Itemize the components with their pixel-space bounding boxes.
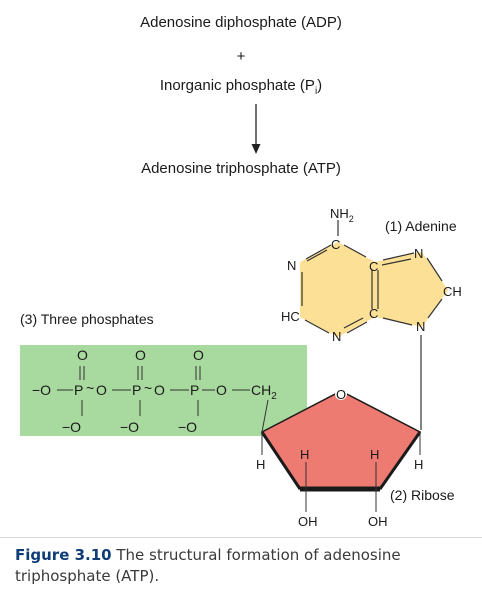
inorganic-phosphate-subscript: i	[314, 86, 318, 97]
inorganic-phosphate-label: Inorganic phosphate (Pi)	[0, 77, 482, 97]
ester-o: O	[216, 382, 227, 398]
atom-n3: N	[332, 329, 341, 344]
phosphate3-bottom-o: −O	[178, 419, 197, 435]
inorganic-phosphate-text: Inorganic phosphate (P	[159, 77, 315, 94]
adp-label: Adenosine diphosphate (ADP)	[140, 14, 342, 31]
adenine-six-ring	[300, 242, 375, 337]
atom-c4: C	[369, 306, 378, 321]
atp-structure-diagram: NH2 C N C N CH HC C N N (1) Adenine (3) …	[20, 104, 462, 529]
adenine-label: (1) Adenine	[385, 218, 457, 234]
adenine-five-ring	[375, 252, 448, 327]
atom-c-amino: C	[331, 237, 340, 252]
nh2-group: NH2	[330, 206, 354, 224]
hydroxyl-c2: OH	[368, 514, 388, 529]
atom-n9: N	[416, 319, 425, 334]
hydrogen-c4: H	[256, 457, 265, 472]
phosphate2-bottom-o: −O	[120, 419, 139, 435]
caption-divider	[0, 537, 482, 538]
plus-sign: +	[236, 48, 246, 65]
ribose-group: O H H H H OH OH	[256, 387, 423, 529]
atp-label: Adenosine triphosphate (ATP)	[141, 160, 341, 177]
hydrogen-c2: H	[370, 447, 379, 462]
ribose-label: (2) Ribose	[390, 487, 455, 503]
atom-hc2: HC	[281, 309, 300, 324]
bridge-o-1: O	[96, 382, 107, 398]
ring-oxygen: O	[336, 387, 346, 402]
phosphorus-2: P	[132, 382, 141, 398]
atom-n1: N	[287, 258, 296, 273]
double-bonds	[79, 366, 201, 380]
anhydride-bond-2: ~	[144, 380, 152, 396]
phosphates-label: (3) Three phosphates	[20, 311, 154, 327]
hydrogen-c1: H	[414, 457, 423, 472]
adenine-group: NH2 C N C N CH HC C N N	[281, 206, 462, 344]
caption-text: The structural formation of adenosine tr…	[15, 546, 401, 585]
phosphorus-3: P	[190, 382, 199, 398]
adenine-bonds	[301, 220, 443, 334]
atom-n7: N	[414, 246, 423, 261]
figure-number: Figure 3.10	[15, 546, 112, 564]
hydroxyl-c3: OH	[298, 514, 318, 529]
phosphate1-bottom-o: −O	[62, 419, 81, 435]
phosphate2-top-o: O	[135, 347, 146, 363]
phosphate-chain: O O O −O P ~ O P ~ O P O CH2 −O −O −O	[32, 347, 277, 435]
atom-ch8: CH	[443, 284, 462, 299]
hydrogen-c3: H	[300, 447, 309, 462]
phosphorus-1: P	[74, 382, 83, 398]
atom-c5: C	[369, 259, 378, 274]
anhydride-bond-1: ~	[86, 380, 94, 396]
ch2-group: CH2	[251, 382, 277, 402]
inorganic-phosphate-paren: )	[317, 77, 323, 94]
phosphate3-top-o: O	[193, 347, 204, 363]
reaction-arrow	[251, 104, 261, 154]
terminal-o: −O	[32, 382, 51, 398]
bridge-o-2: O	[154, 382, 165, 398]
phosphate1-top-o: O	[77, 347, 88, 363]
figure-caption: Figure 3.10 The structural formation of …	[15, 545, 475, 587]
